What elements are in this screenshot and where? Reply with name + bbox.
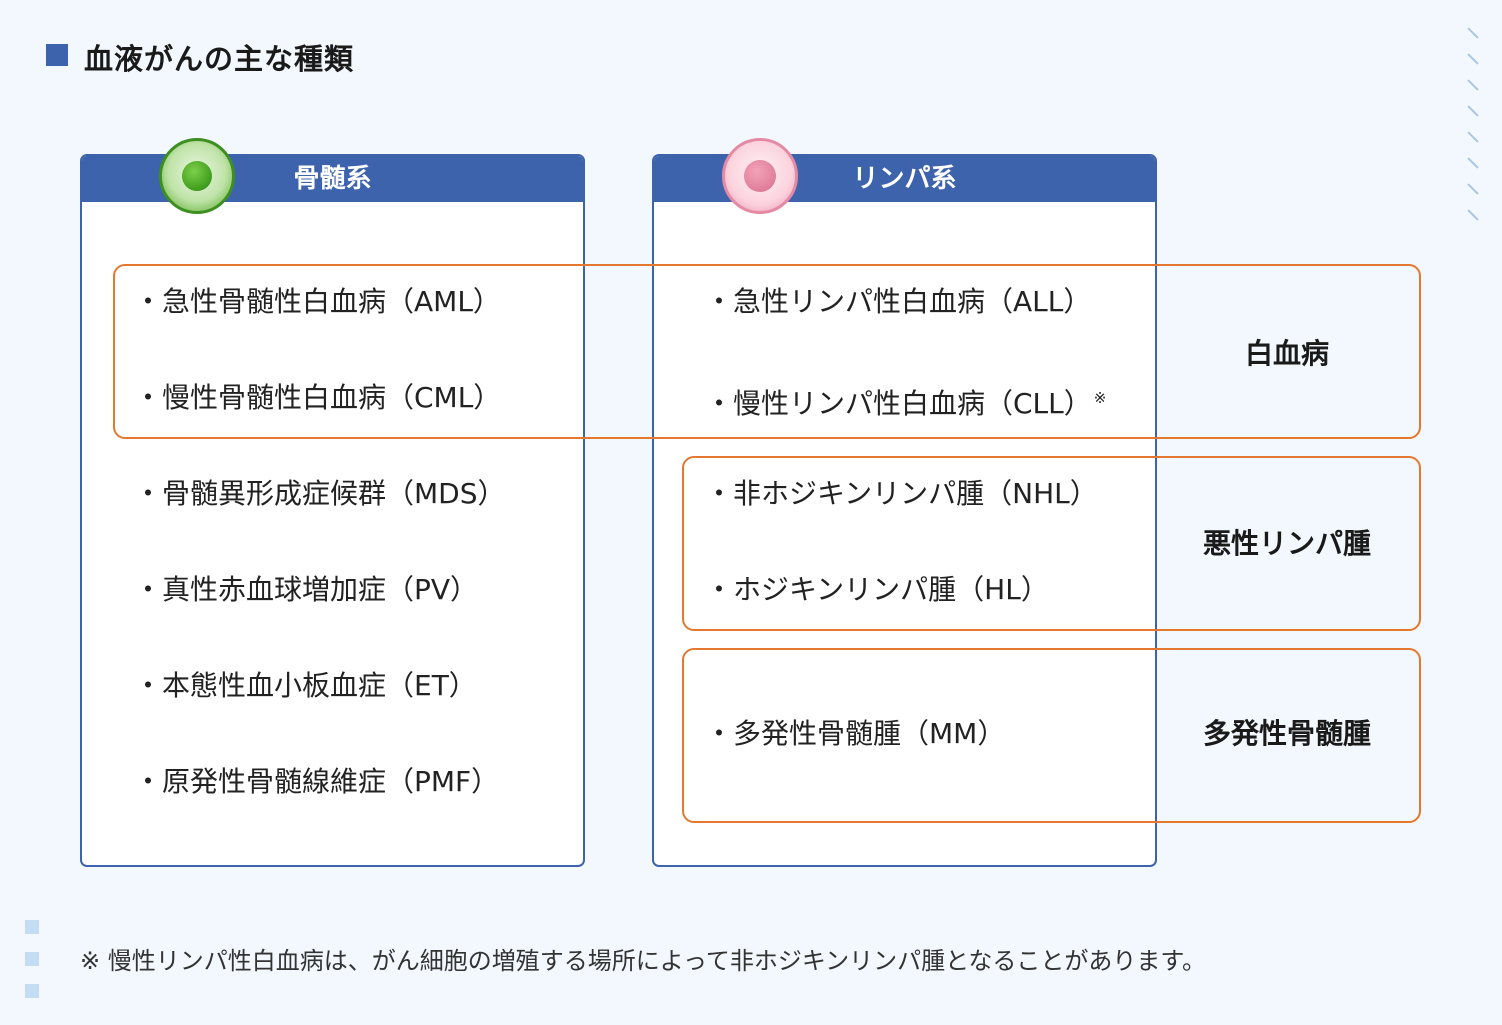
decorative-dash xyxy=(1467,157,1479,169)
item-cll: ・慢性リンパ性白血病（CLL）※ xyxy=(705,387,1107,420)
group-lymphoma-box xyxy=(682,456,1421,631)
group-leukemia-box xyxy=(113,264,1421,439)
item-mm: ・多発性骨髄腫（MM） xyxy=(705,717,1006,750)
decorative-square xyxy=(25,984,39,998)
page-title: 血液がんの主な種類 xyxy=(84,42,355,76)
group-label-myeloma: 多発性骨髄腫 xyxy=(1202,717,1371,750)
decorative-dash xyxy=(1467,27,1479,39)
decorative-dash xyxy=(1467,131,1479,143)
myeloid-cell-icon xyxy=(159,138,235,214)
item-cml: ・慢性骨髄性白血病（CML） xyxy=(134,381,502,414)
decorative-square xyxy=(25,920,39,934)
myeloid-header: 骨髄系 xyxy=(82,156,583,202)
group-label-lymphoma: 悪性リンパ腫 xyxy=(1202,527,1371,560)
decorative-dash xyxy=(1467,79,1479,91)
decorative-dash xyxy=(1467,105,1479,117)
lymphoid-panel: リンパ系 xyxy=(652,154,1157,867)
lymphoid-cell-icon xyxy=(722,138,798,214)
item-nhl: ・非ホジキンリンパ腫（NHL） xyxy=(705,477,1098,510)
item-pmf: ・原発性骨髄線維症（PMF） xyxy=(134,765,500,798)
title-marker xyxy=(46,44,68,66)
item-all: ・急性リンパ性白血病（ALL） xyxy=(705,285,1092,318)
group-label-leukemia: 白血病 xyxy=(1244,337,1329,370)
item-pv: ・真性赤血球増加症（PV） xyxy=(134,573,479,606)
item-mds: ・骨髄異形成症候群（MDS） xyxy=(134,477,506,510)
decorative-dash xyxy=(1467,209,1479,221)
footnote: ※ 慢性リンパ性白血病は、がん細胞の増殖する場所によって非ホジキンリンパ腫となる… xyxy=(80,947,1206,975)
decorative-dash xyxy=(1467,183,1479,195)
item-et: ・本態性血小板血症（ET） xyxy=(134,669,477,702)
item-aml: ・急性骨髄性白血病（AML） xyxy=(134,285,501,318)
decorative-square xyxy=(25,952,39,966)
group-myeloma-box xyxy=(682,648,1421,823)
decorative-dash xyxy=(1467,53,1479,65)
footnote-mark: ※ xyxy=(1093,389,1107,407)
item-hl: ・ホジキンリンパ腫（HL） xyxy=(705,573,1049,606)
